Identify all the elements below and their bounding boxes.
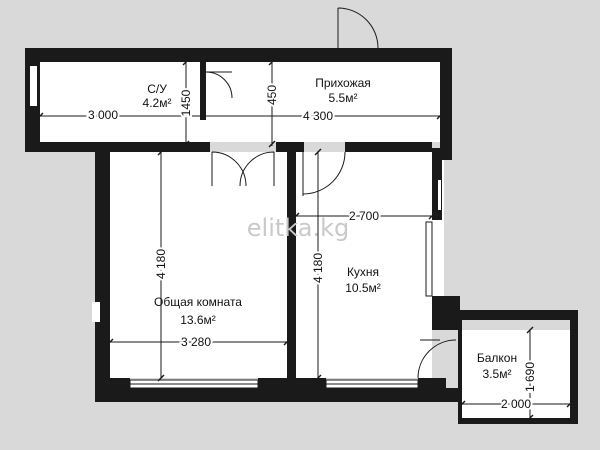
room-name-hallway: Прихожая (315, 76, 371, 90)
floor-kitchen (296, 152, 432, 378)
kitchen-door (302, 151, 346, 196)
dim-label-3000: 3 000 (88, 108, 118, 122)
balcony-frame (458, 310, 578, 424)
dimension-labels: 3 000 1450 450 4 300 2 700 4 180 4 180 3… (86, 83, 539, 413)
room-area-bathroom: 4.2м² (143, 96, 172, 110)
floor-hallway (205, 62, 440, 142)
dim-label-2000: 2 000 (501, 397, 531, 411)
window-kitchen-side (425, 221, 433, 297)
room-area-living: 13.6м² (180, 313, 216, 327)
room-name-bathroom: С/У (147, 82, 167, 96)
dim-label-2700: 2 700 (349, 209, 379, 223)
windows (129, 221, 433, 389)
room-area-hallway: 5.5м² (329, 91, 358, 105)
dim-label-1690: 1 690 (523, 362, 537, 392)
dimension-lines (36, 58, 574, 422)
floor-bathroom (40, 62, 205, 142)
balcony-door (417, 339, 457, 379)
dim-label-4300: 4 300 (303, 109, 333, 123)
living-door (211, 151, 275, 187)
walls (25, 48, 460, 402)
dim-label-1450: 1450 (179, 89, 193, 116)
room-name-balcony: Балкон (477, 351, 517, 365)
dim-label-450: 450 (265, 85, 279, 105)
dim-label-4180-kitchen: 4 180 (311, 253, 325, 283)
room-name-living: Общая комната (154, 295, 242, 309)
bathroom-door (205, 71, 233, 99)
room-area-kitchen: 10.5м² (345, 281, 381, 295)
wall-details (30, 64, 441, 322)
room-labels: С/У 4.2м² Прихожая 5.5м² Общая комната 1… (143, 76, 518, 381)
floor-balcony (458, 330, 570, 420)
floor-living (110, 152, 290, 378)
watermark: elitka.kg (247, 214, 349, 242)
dim-label-3280: 3 280 (181, 335, 211, 349)
room-name-kitchen: Кухня (347, 265, 379, 279)
doors (205, 7, 457, 379)
room-area-balcony: 3.5м² (483, 367, 512, 381)
dim-label-4180-living: 4 180 (154, 249, 168, 279)
entrance-door (337, 7, 379, 49)
